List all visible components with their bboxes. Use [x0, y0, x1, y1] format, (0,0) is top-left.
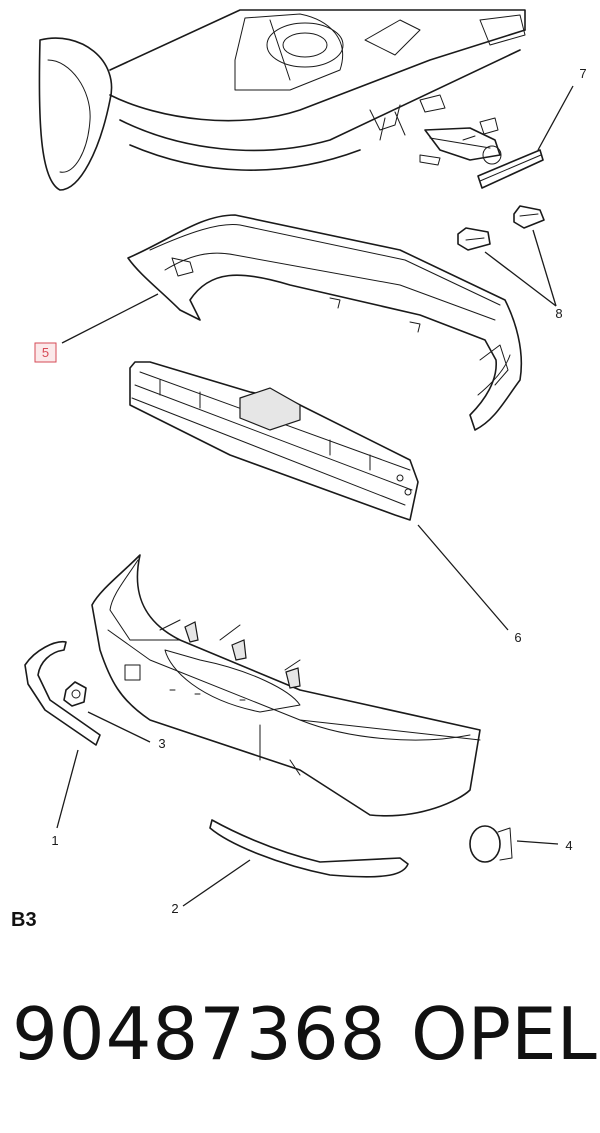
part-4-fastener	[469, 825, 513, 863]
tow-bracket-illustration	[419, 117, 502, 166]
car-rear-illustration	[38, 9, 526, 191]
part-1-side-trim	[24, 640, 101, 746]
callout-5-highlighted[interactable]: 5	[34, 342, 57, 363]
callout-7[interactable]: 7	[579, 66, 586, 81]
part-8-clips	[457, 205, 545, 251]
part-number-label: 90487368	[12, 992, 387, 1076]
part-5-rear-bumper	[127, 214, 523, 431]
svg-text:5: 5	[42, 345, 49, 360]
part-2-lower-strip	[209, 819, 409, 878]
part-7-trim-strip	[477, 149, 544, 189]
callout-2[interactable]: 2	[171, 901, 178, 916]
part-6-reinforcement	[129, 361, 419, 521]
callout-6[interactable]: 6	[514, 630, 521, 645]
callout-4[interactable]: 4	[565, 838, 572, 853]
front-bumper-illustration	[91, 554, 481, 817]
leader-lines	[56, 85, 574, 907]
part-3-clip	[63, 681, 87, 707]
callout-3[interactable]: 3	[158, 736, 165, 751]
callout-1[interactable]: 1	[51, 833, 58, 848]
callout-8[interactable]: 8	[555, 306, 562, 321]
model-code-label: B3	[11, 909, 37, 931]
brand-label: OPEL	[411, 992, 597, 1076]
